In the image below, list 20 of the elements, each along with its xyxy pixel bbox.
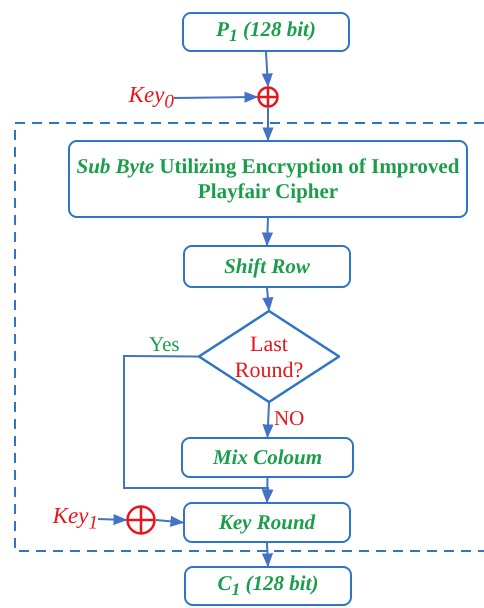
arrow [174,92,258,103]
process-box: Sub Byte Utilizing Encryption of Improved Playfair Cipher [68,140,468,218]
process-box: C$_{1}$ (128 bit) [184,566,352,606]
arrow [262,478,273,504]
arrow [262,218,274,246]
arrow [262,542,274,568]
process-box: P$_{1}$ (128 bit) [182,12,350,52]
process-box: Mix Coloum [181,437,354,478]
decision-question: Last Round? [234,331,304,382]
key-label: Key$_{0}$ [128,82,174,114]
edge-label: NO [273,408,306,429]
key-label: Key$_{1}$ [52,503,98,535]
arrow [98,514,128,526]
arrow [156,516,184,527]
process-box: Key Round [183,502,351,543]
arrow [262,52,273,88]
arrow [262,288,274,312]
arrow [262,402,274,438]
process-box: Shift Row [183,245,351,288]
arrow [262,108,274,142]
